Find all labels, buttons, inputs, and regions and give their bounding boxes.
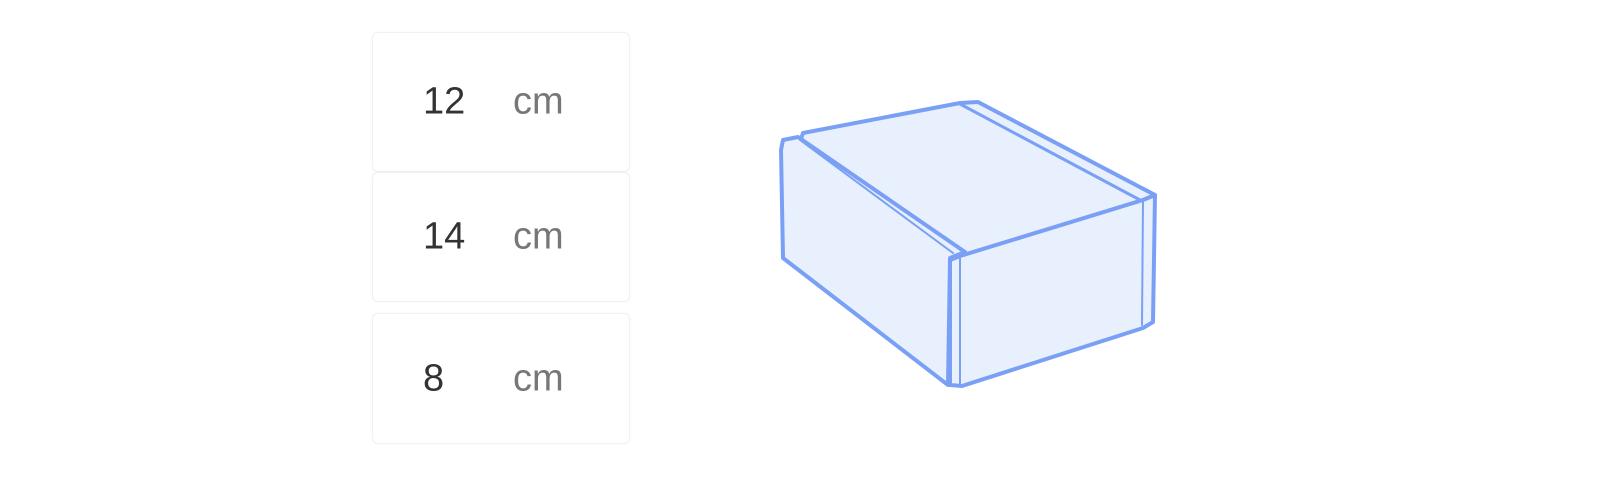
length-value: 12 bbox=[423, 80, 466, 123]
height-value: 8 bbox=[423, 357, 445, 399]
width-unit: cm bbox=[513, 215, 564, 258]
length-field[interactable]: 12 cm bbox=[372, 32, 630, 172]
box-right-face bbox=[948, 193, 1157, 388]
width-value: 14 bbox=[423, 215, 466, 258]
height-unit: cm bbox=[513, 357, 564, 399]
width-field[interactable]: 14 cm bbox=[372, 172, 630, 302]
length-unit: cm bbox=[513, 80, 564, 123]
height-field[interactable]: 8 cm bbox=[372, 313, 630, 444]
